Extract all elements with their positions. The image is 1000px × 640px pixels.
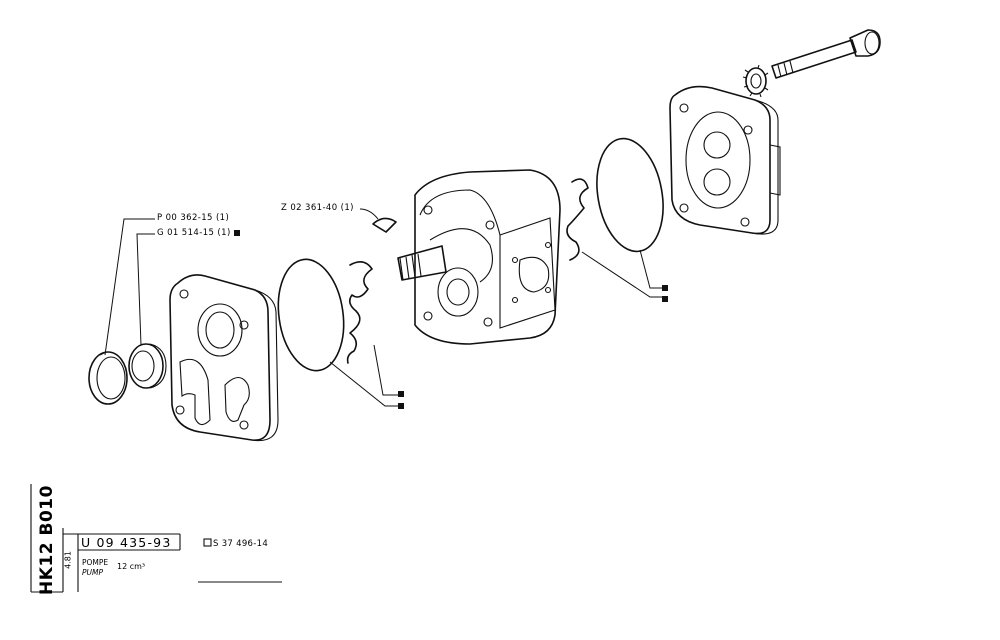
bolt	[771, 29, 881, 79]
square-marker	[662, 285, 668, 291]
leader-line-seal	[136, 233, 155, 346]
capacity: 12 cm³	[117, 562, 146, 571]
title-block-frame	[30, 484, 282, 593]
key	[372, 217, 397, 233]
leader-line-ring	[104, 218, 155, 356]
sheet-code-text: HK12 B010	[37, 485, 57, 595]
square-marker	[662, 296, 668, 302]
square-marker	[398, 391, 404, 397]
title-french: POMPE	[82, 558, 109, 567]
seal-strip-left	[346, 261, 373, 364]
label-shaft-seal: G 01 514-15 (1)	[157, 229, 240, 238]
square-marker	[398, 403, 404, 409]
label-retaining-ring-text: P 00 362-15 (1)	[157, 213, 230, 223]
label-retaining-ring: P 00 362-15 (1)	[157, 214, 229, 223]
o-ring-left	[277, 258, 345, 372]
leader-line-right-seals	[581, 249, 662, 298]
rear-cover	[669, 85, 781, 235]
label-key: Z 02 361-40 (1)	[281, 204, 354, 213]
retaining-ring	[88, 351, 128, 405]
front-cover	[169, 274, 279, 442]
seal-strip-right	[566, 178, 589, 261]
leader-line-left-seals	[329, 344, 398, 407]
label-shaft-seal-text: G 01 514-15 (1)	[157, 228, 231, 238]
shaft-seal	[128, 343, 167, 389]
pump-body	[397, 169, 561, 345]
o-ring-right	[596, 137, 664, 253]
square-marker	[233, 230, 240, 236]
sheet-date: 4.81	[60, 540, 76, 580]
sheet-date-text: 4.81	[63, 551, 73, 569]
sheet-code: HK12 B010	[33, 485, 61, 595]
title-english: PUMP	[82, 568, 104, 577]
lock-washer	[742, 64, 769, 98]
part-number: U 09 435-93	[81, 535, 172, 550]
alt-part-number: S 37 496-14	[213, 539, 269, 549]
label-key-text: Z 02 361-40 (1)	[281, 203, 354, 213]
leader-line-key	[359, 208, 379, 220]
